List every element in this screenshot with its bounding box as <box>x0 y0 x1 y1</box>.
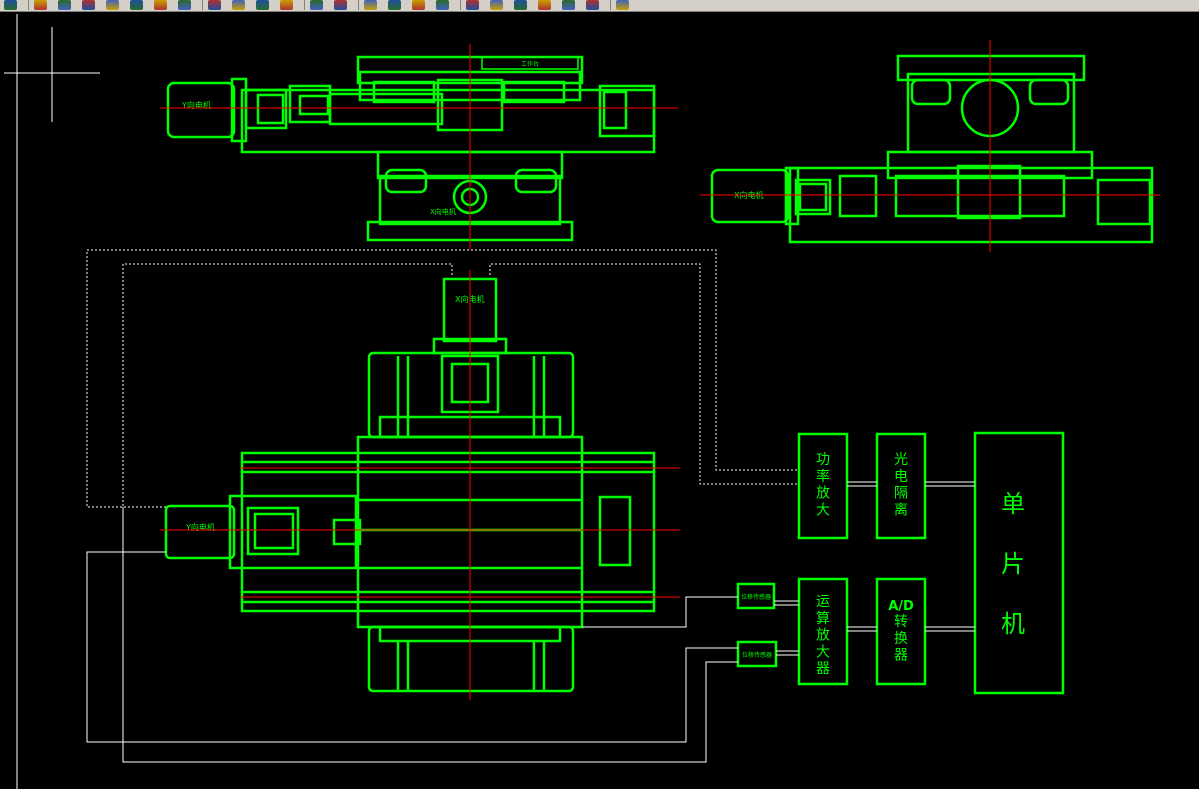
dashed-wire-right <box>489 263 799 485</box>
y-motor-top-label: Y向电机 <box>185 522 215 532</box>
power-amp-label: 功率放大 <box>816 452 830 518</box>
x-motor-body-side <box>710 168 790 224</box>
block-labels: 功率放大 光电隔离 单片机 运算放大器 A/D 转换器 位移传感器 位移传感器 <box>741 452 1025 677</box>
open-icon[interactable] <box>58 0 71 10</box>
markup-icon[interactable] <box>562 0 575 10</box>
center-lines <box>160 40 1160 700</box>
wiring <box>86 249 975 763</box>
x-motor-front-view-label: X向电机 <box>430 207 456 216</box>
designcenter-icon[interactable] <box>490 0 503 10</box>
save-icon[interactable] <box>82 0 95 10</box>
sensor1-label: 位移传感器 <box>741 593 771 601</box>
toolpalettes-icon[interactable] <box>514 0 527 10</box>
cut-icon[interactable] <box>208 0 221 10</box>
mcu-label: 单片机 <box>1001 490 1025 638</box>
zoom-previous-icon[interactable] <box>436 0 449 10</box>
undo-icon[interactable] <box>310 0 323 10</box>
cad-toolbar <box>0 0 1199 12</box>
toolbar-separator <box>610 0 611 10</box>
sensor2-block <box>736 640 778 668</box>
layer-icon[interactable] <box>4 0 17 10</box>
toolbar-separator <box>304 0 305 10</box>
preview-icon[interactable] <box>130 0 143 10</box>
top-plate-label: 工作台 <box>521 60 539 68</box>
new-icon[interactable] <box>34 0 47 10</box>
help-icon[interactable] <box>616 0 629 10</box>
properties-icon[interactable] <box>466 0 479 10</box>
print-icon[interactable] <box>106 0 119 10</box>
paste-icon[interactable] <box>256 0 269 10</box>
publish-icon[interactable] <box>154 0 167 10</box>
zoom-realtime-icon[interactable] <box>388 0 401 10</box>
op-amp-label: 运算放大器 <box>816 594 830 677</box>
copy-icon[interactable] <box>232 0 245 10</box>
front-view-assembly: 工作台 X向电机 Y向电机 <box>166 55 656 242</box>
y-motor-body-top <box>164 504 236 560</box>
plot-icon[interactable] <box>178 0 191 10</box>
matchprop-icon[interactable] <box>280 0 293 10</box>
sensor1-block <box>736 582 776 610</box>
pan-icon[interactable] <box>364 0 377 10</box>
ad-prefix-label: A/D <box>888 599 914 614</box>
ad-converter-label: 转换器 <box>894 614 908 664</box>
mcu-block <box>973 431 1065 695</box>
zoom-window-icon[interactable] <box>412 0 425 10</box>
dashed-wire-inner <box>122 263 453 508</box>
toolbar-separator <box>202 0 203 10</box>
calc-icon[interactable] <box>586 0 599 10</box>
opto-isolation-label: 光电隔离 <box>894 452 908 518</box>
top-view-assembly: X向电机 Y向电机 <box>164 277 656 693</box>
y-motor-body-front <box>166 81 236 139</box>
cad-drawing-canvas: 工作台 X向电机 Y向电机 <box>4 14 1160 789</box>
side-view-assembly: X向电机 <box>710 54 1154 244</box>
toolbar-separator <box>460 0 461 10</box>
dashed-wire-outer <box>86 249 799 508</box>
toolbar-separator <box>358 0 359 10</box>
y-motor-front-label: Y向电机 <box>181 100 211 110</box>
crosshair-cursor <box>4 27 100 122</box>
sensor2-label: 位移传感器 <box>742 651 772 659</box>
redo-icon[interactable] <box>334 0 347 10</box>
toolbar-separator <box>28 0 29 10</box>
sheetset-icon[interactable] <box>538 0 551 10</box>
